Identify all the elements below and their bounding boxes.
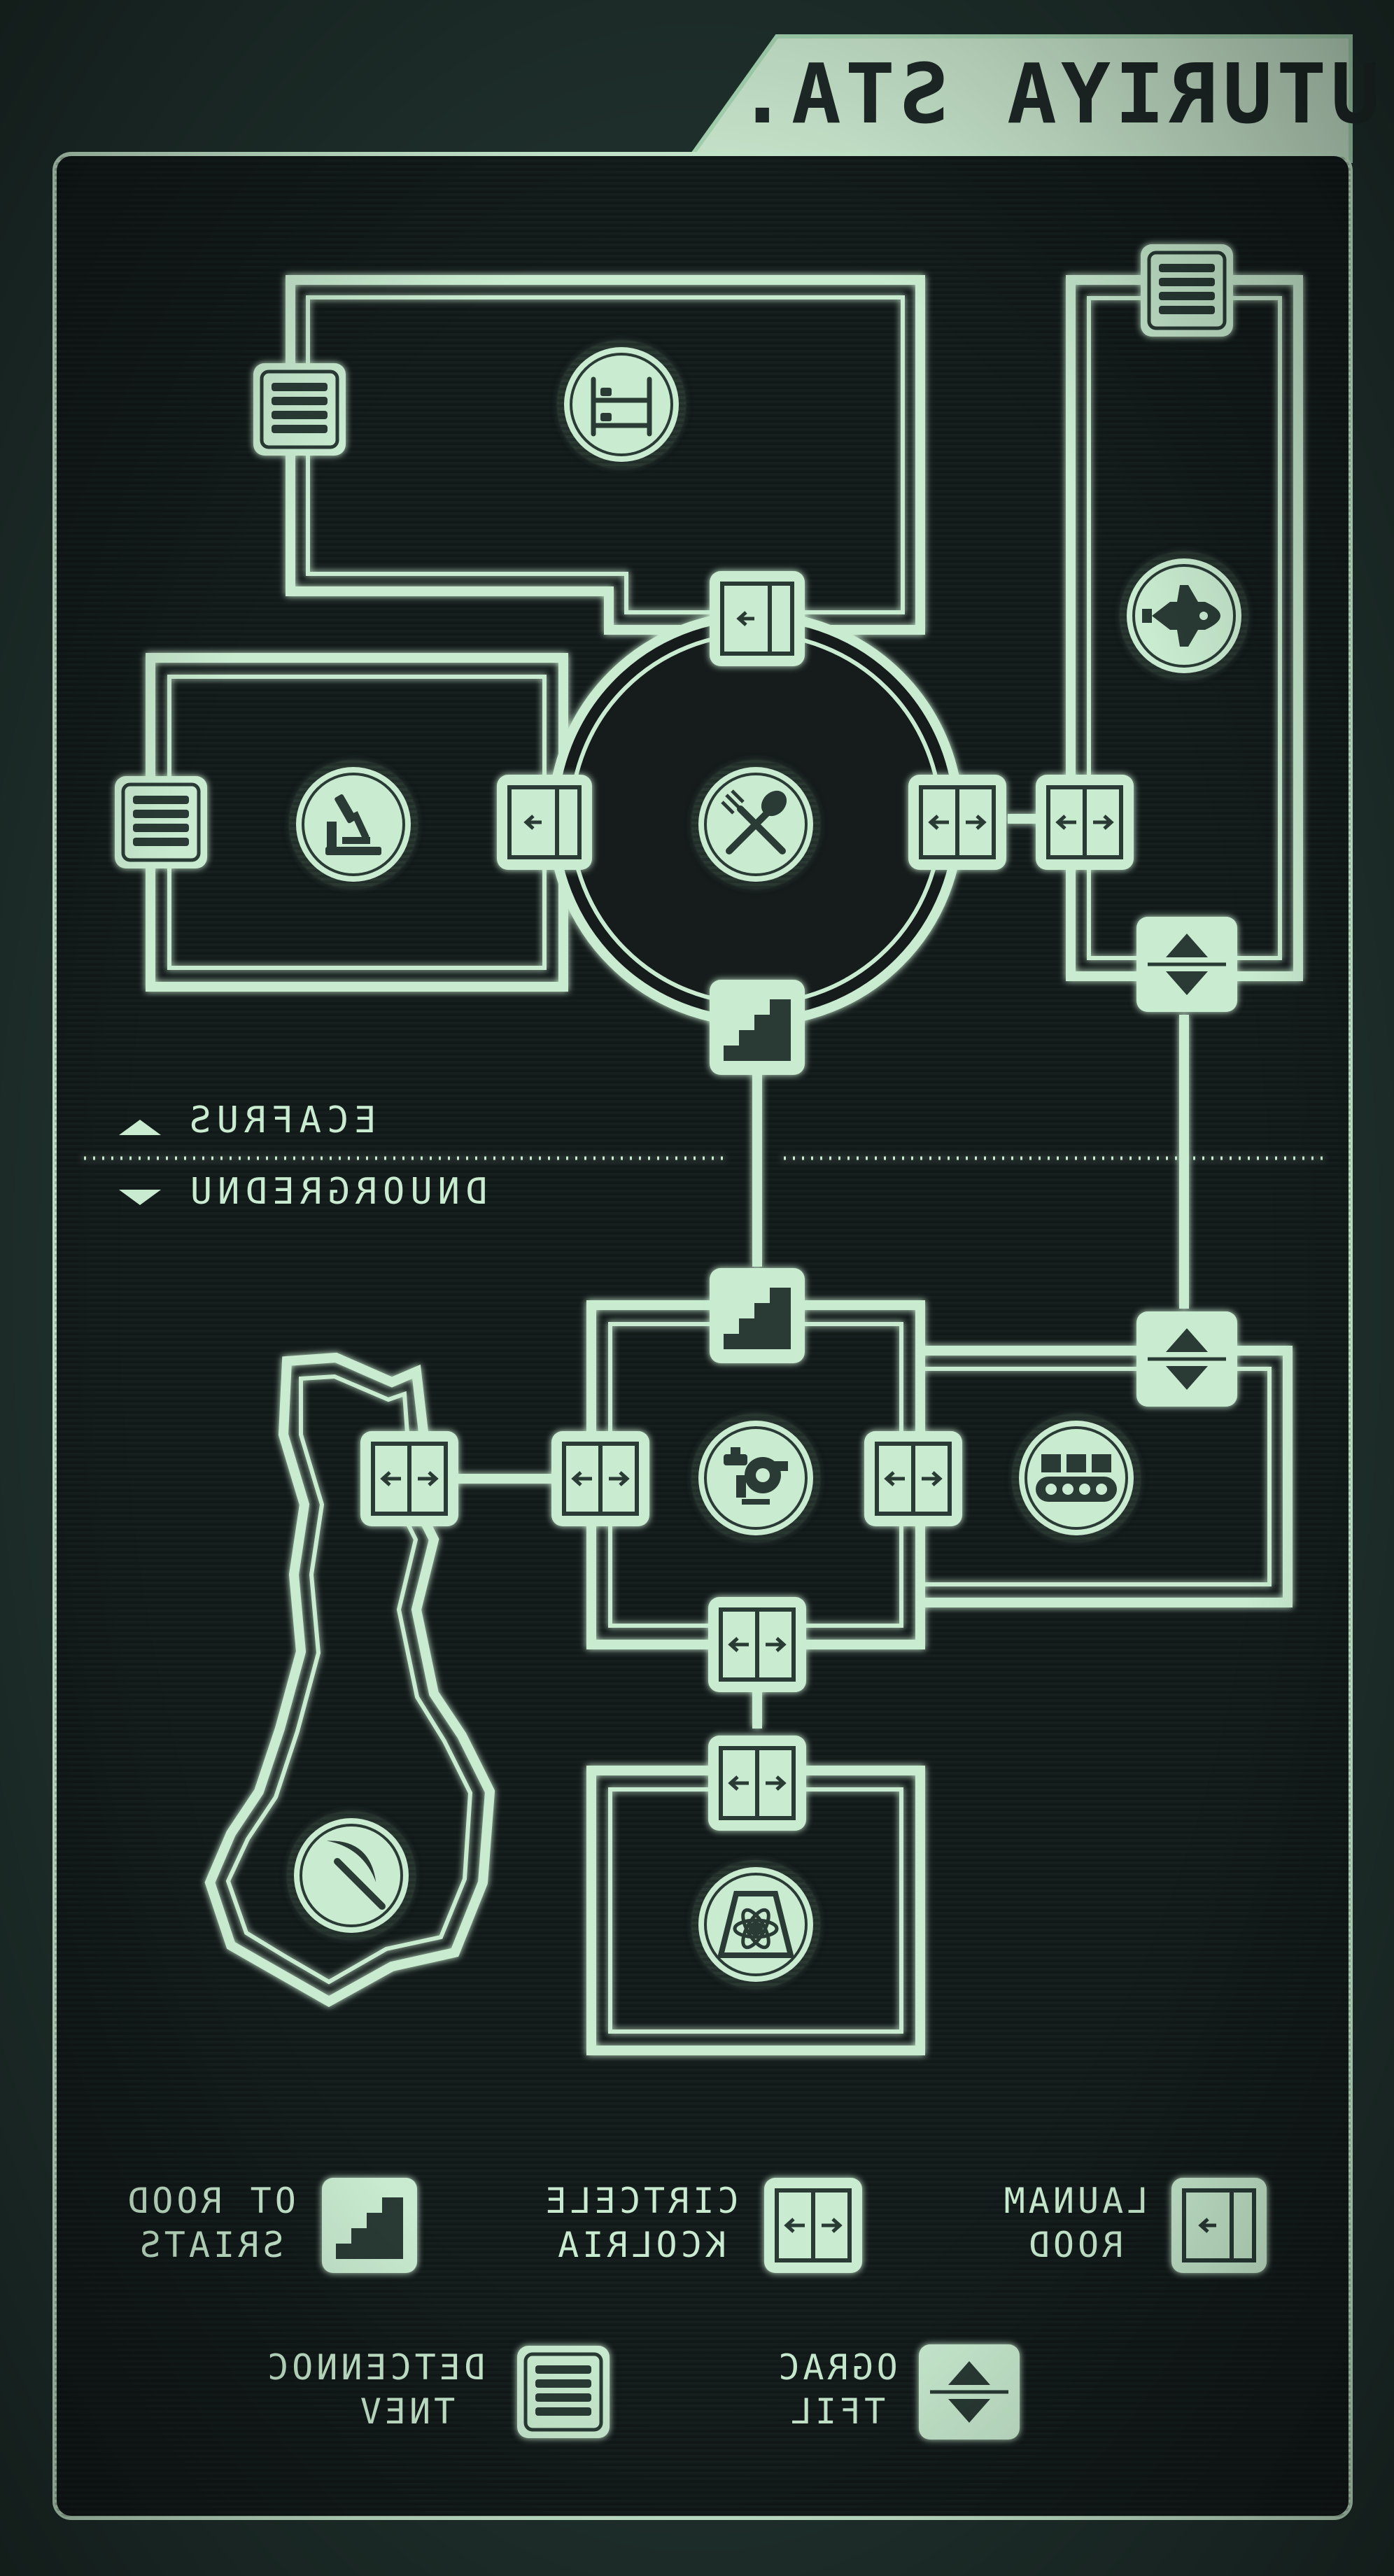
cargo-bay-airlock-icon[interactable]: [864, 1431, 962, 1526]
microscope-icon[interactable]: [288, 759, 419, 890]
legend-vent-line2: TNEV: [357, 2391, 455, 2432]
reactor-icon[interactable]: [690, 1859, 822, 1990]
hangar-airlock-icon[interactable]: [1036, 775, 1134, 870]
legend-stairs-line2: SRIATS: [136, 2225, 284, 2265]
dormitory-vent-icon[interactable]: [253, 363, 346, 456]
water-pump-icon[interactable]: [690, 1412, 822, 1544]
surface-stairs-icon[interactable]: [710, 980, 805, 1075]
water-plant-west-airlock-icon[interactable]: [551, 1431, 649, 1526]
station-title: UTURIYA STA.: [733, 45, 1381, 142]
legend-cargo-lift-line2: TFIL: [787, 2391, 885, 2432]
water-plant-south-airlock-icon[interactable]: [708, 1597, 806, 1692]
legend-airlock-door-line1: CIRTCELE: [542, 2181, 739, 2221]
mine-airlock-icon[interactable]: [360, 1431, 458, 1526]
legend-cargo-lift-icon: [919, 2344, 1020, 2440]
legend-stairs-icon: [322, 2178, 417, 2273]
conveyor-icon[interactable]: [1011, 1412, 1142, 1544]
legend-vent-icon: [517, 2346, 610, 2438]
legend-manual-door-line2: ROOD: [1025, 2225, 1123, 2265]
mess-hall-airlock-icon[interactable]: [908, 775, 1006, 870]
laboratory-vent-icon[interactable]: [115, 776, 207, 868]
legend-manual-door-icon: [1171, 2178, 1267, 2273]
reactor-airlock-icon[interactable]: [708, 1736, 806, 1831]
legend-airlock-door-line2: KCOLRIA: [554, 2225, 726, 2265]
legend-stairs-line1: OT ROOD: [124, 2181, 296, 2221]
fork-spoon-icon[interactable]: [690, 759, 822, 890]
legend-cargo-lift-line1: OGRAC: [775, 2347, 898, 2388]
underground-cargo-lift-icon[interactable]: [1136, 1311, 1237, 1407]
legend-manual-door-line1: LAUNAM: [1001, 2181, 1148, 2221]
legend-airlock-door-icon: [764, 2178, 862, 2273]
surface-cargo-lift-icon[interactable]: [1136, 917, 1237, 1012]
pickaxe-icon[interactable]: [286, 1810, 417, 1941]
surface-label: ECAFRUS: [183, 1099, 376, 1141]
laboratory-door-icon[interactable]: [497, 775, 592, 870]
shuttle-icon[interactable]: [1118, 550, 1250, 682]
underground-label: DNUORGREDNU: [185, 1171, 487, 1213]
bunk-bed-icon[interactable]: [556, 339, 687, 470]
underground-stairs-icon[interactable]: [710, 1268, 805, 1363]
dormitory-door-icon[interactable]: [710, 571, 805, 666]
legend-vent-line1: DETCENNOC: [264, 2347, 485, 2388]
hangar-vent-icon[interactable]: [1141, 244, 1233, 337]
